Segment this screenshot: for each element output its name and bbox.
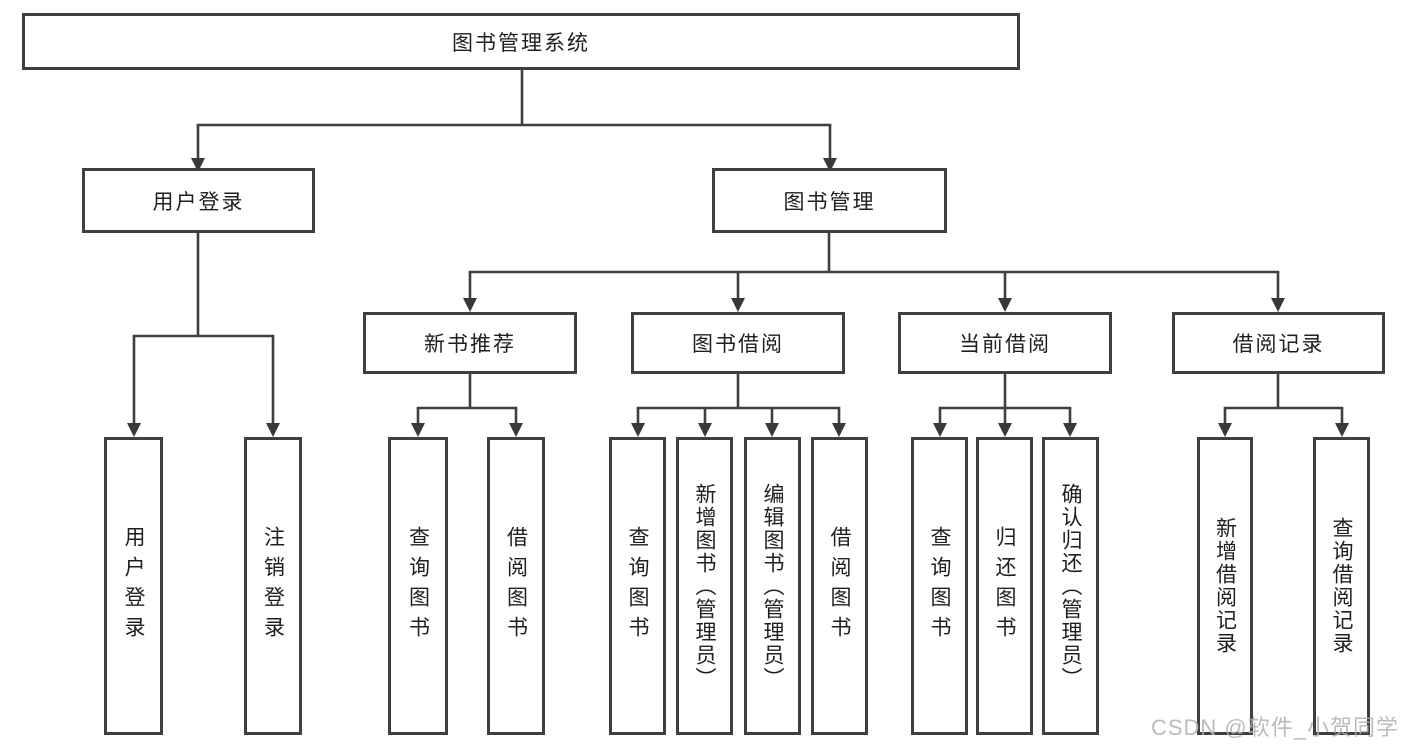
- arrowhead: [411, 423, 425, 437]
- arrowhead: [765, 423, 779, 437]
- leaf-current-return: 归还图书: [976, 437, 1033, 735]
- node-borrow-records: 借阅记录: [1172, 312, 1385, 374]
- node-current-borrow-label: 当前借阅: [959, 333, 1051, 356]
- leaf-borrow-book-label: 借阅图书: [828, 526, 851, 646]
- leaf-user-login-label: 用户登录: [122, 526, 145, 646]
- leaf-current-query: 查询图书: [911, 437, 968, 735]
- leaf-borrow-book: 借阅图书: [811, 437, 868, 735]
- leaf-newbook-borrow: 借阅图书: [487, 437, 545, 735]
- leaf-records-query: 查询借阅记录: [1313, 437, 1370, 735]
- leaf-newbook-borrow-label: 借阅图书: [504, 526, 528, 646]
- node-user-login-label: 用户登录: [152, 190, 245, 214]
- arrowhead: [1271, 298, 1285, 312]
- leaf-current-query-label: 查询图书: [928, 526, 951, 646]
- arrowhead: [832, 423, 846, 437]
- leaf-records-query-label: 查询借阅记录: [1330, 517, 1353, 655]
- leaf-borrow-edit-admin: 编辑图书（管理员）: [744, 437, 801, 735]
- arrowhead: [933, 423, 947, 437]
- node-book-borrow-label: 图书借阅: [692, 333, 784, 356]
- watermark-text: CSDN @软件_小贺同学: [1150, 715, 1399, 740]
- arrowhead: [698, 423, 712, 437]
- arrowhead: [631, 423, 645, 437]
- node-book-management: 图书管理: [712, 168, 947, 233]
- leaf-borrow-edit-admin-label: 编辑图书（管理员）: [761, 482, 784, 690]
- leaf-borrow-add-admin: 新增图书（管理员）: [676, 437, 733, 735]
- arrowhead: [127, 423, 141, 437]
- arrowhead: [1063, 423, 1077, 437]
- node-new-book-recommend-label: 新书推荐: [424, 333, 516, 356]
- node-borrow-records-label: 借阅记录: [1232, 333, 1325, 356]
- node-root-label: 图书管理系统: [452, 31, 590, 55]
- arrowhead: [998, 298, 1012, 312]
- arrowhead: [1335, 423, 1349, 437]
- leaf-current-confirm-admin: 确认归还（管理员）: [1042, 437, 1099, 735]
- leaf-newbook-query: 查询图书: [388, 437, 448, 735]
- arrowhead: [266, 423, 280, 437]
- leaf-current-confirm-admin-label: 确认归还（管理员）: [1059, 482, 1082, 690]
- node-current-borrow: 当前借阅: [898, 312, 1112, 374]
- arrowhead: [998, 423, 1012, 437]
- leaf-logout: 注销登录: [244, 437, 302, 735]
- arrowhead: [1218, 423, 1232, 437]
- leaf-borrow-query-label: 查询图书: [626, 526, 649, 646]
- leaf-current-return-label: 归还图书: [993, 526, 1016, 646]
- leaf-newbook-query-label: 查询图书: [406, 526, 430, 646]
- node-root: 图书管理系统: [22, 13, 1020, 70]
- arrowhead: [509, 423, 523, 437]
- node-user-login: 用户登录: [82, 168, 315, 233]
- node-book-management-label: 图书管理: [783, 190, 876, 214]
- leaf-records-add: 新增借阅记录: [1197, 437, 1253, 735]
- arrowhead: [463, 298, 477, 312]
- leaf-borrow-query: 查询图书: [609, 437, 666, 735]
- arrowhead: [731, 298, 745, 312]
- leaf-user-login: 用户登录: [104, 437, 163, 735]
- node-book-borrow: 图书借阅: [631, 312, 845, 374]
- leaf-records-add-label: 新增借阅记录: [1213, 517, 1237, 655]
- leaf-borrow-add-admin-label: 新增图书（管理员）: [693, 482, 716, 690]
- leaf-logout-label: 注销登录: [261, 526, 285, 646]
- node-new-book-recommend: 新书推荐: [363, 312, 577, 374]
